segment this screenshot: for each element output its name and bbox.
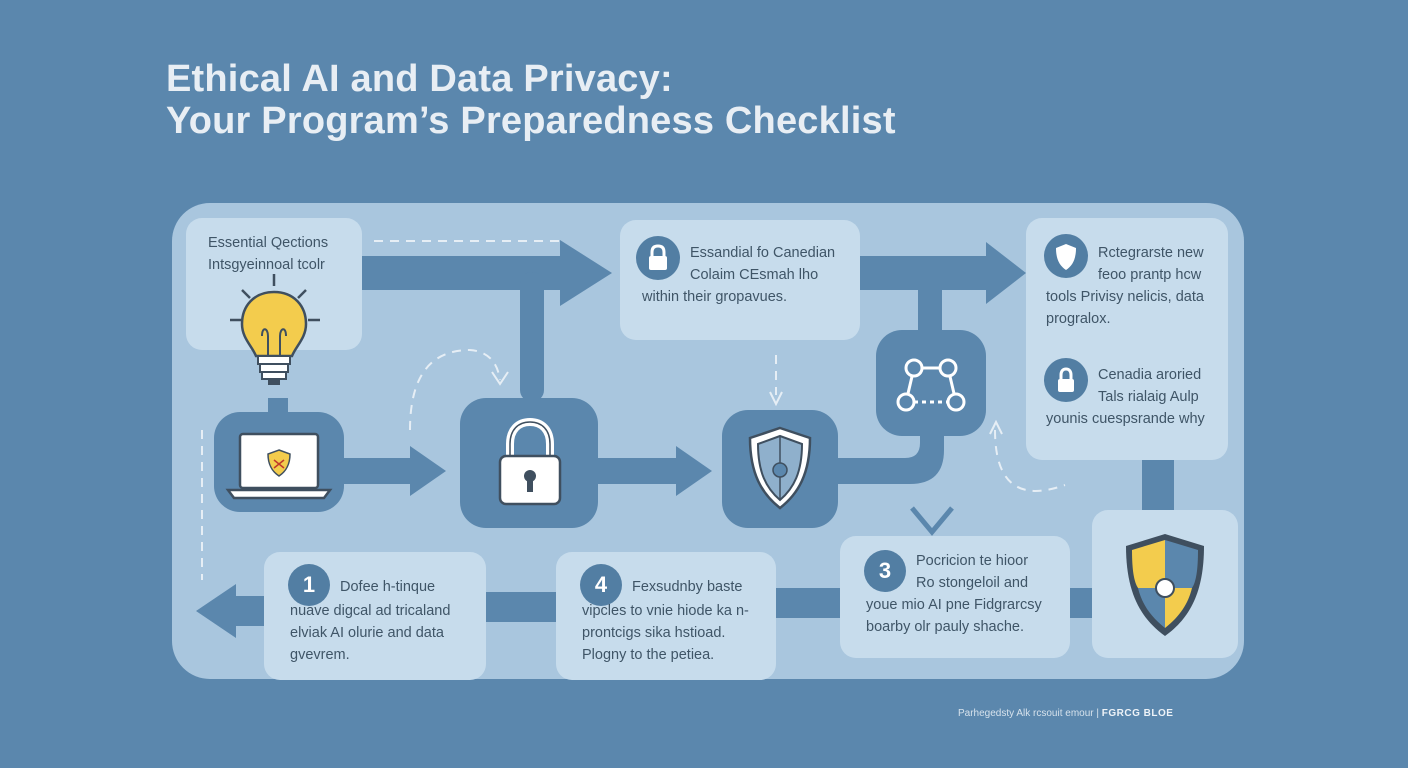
- arrow-shaft: [344, 458, 414, 484]
- lock-badge: [1044, 358, 1088, 402]
- title-line-1: Ethical AI and Data Privacy:: [166, 58, 673, 100]
- lock-icon: [1058, 367, 1074, 392]
- dashed-arrow-head: [769, 391, 783, 407]
- arrow-shaft: [232, 596, 266, 626]
- dashed-link: [994, 429, 1066, 492]
- lock-badge: [636, 236, 680, 280]
- connector: [776, 588, 840, 618]
- network-nodes-icon: [896, 358, 966, 412]
- connector: [836, 420, 944, 484]
- padlock-icon: [498, 418, 562, 506]
- card-line: youe mio AI pne Fidgrarcsy: [866, 597, 1042, 613]
- card-line: Fexsudnby baste: [632, 579, 743, 595]
- card-line: prontcigs sika hstioad.: [582, 625, 726, 641]
- chevron-down-icon: [910, 506, 954, 536]
- dashed-link: [409, 348, 501, 431]
- card-line: Dofee h-tinque: [340, 579, 436, 595]
- lightbulb-icon: [230, 274, 320, 385]
- card-line: Tals rialaig Aulp: [1098, 389, 1199, 405]
- small-shield-icon: [1056, 244, 1076, 270]
- connector: [484, 592, 558, 622]
- arrow-shaft: [860, 256, 990, 290]
- connector: [268, 398, 288, 416]
- card-line: tools Privisy nelicis, data: [1046, 289, 1204, 305]
- card-canadian: Essandial fo Canedian Colaim CEsmah lho …: [620, 220, 860, 340]
- laptop-shield-icon: [225, 432, 333, 500]
- card-line: feoo prantp hcw: [1098, 267, 1202, 283]
- footer-credit: Parhegedsty Alk rcsouit emour | FGRCG BL…: [958, 708, 1173, 719]
- arrow-shaft: [598, 458, 678, 484]
- card-line: Intsgyeinnoal tcolr: [208, 257, 325, 273]
- card-line: Rctegrarste new: [1098, 245, 1204, 261]
- card-step-4: 4 Fexsudnby baste vipcles to vnie hiode …: [556, 552, 776, 680]
- step-number-1: 1: [288, 564, 330, 606]
- connector: [918, 285, 942, 335]
- arrow-head: [676, 446, 712, 496]
- dashed-arrow-head: [491, 371, 509, 386]
- network-box: [876, 330, 986, 436]
- footer-brand: FGRCG BLOE: [1101, 708, 1174, 719]
- card-line: elviak AI olurie and data: [290, 625, 444, 641]
- arrow-head: [410, 446, 446, 496]
- arrow-head: [196, 584, 236, 638]
- card-line: Essential Qections: [208, 235, 329, 251]
- quartered-shield-icon: [1126, 534, 1204, 636]
- step-number-4: 4: [580, 564, 622, 606]
- card-line: Ro stongeloil and: [916, 575, 1029, 591]
- card-line: vipcles to vnie hiode ka n-: [582, 603, 749, 619]
- card-line: boarby olr pauly shache.: [866, 619, 1024, 635]
- lock-icon: [649, 244, 667, 270]
- card-line: within their gropavues.: [642, 289, 788, 305]
- card-line: nuave digcal ad tricaland: [290, 603, 451, 619]
- footer-text: Parhegedsty Alk rcsouit emour |: [958, 708, 1099, 719]
- card-line: younis cuespsrande why: [1046, 411, 1205, 427]
- card-line: Colaim CEsmah lho: [690, 267, 819, 283]
- card-line: Pocricion te hioor: [916, 553, 1029, 569]
- card-line: gvevrem.: [290, 647, 350, 663]
- dashed-arrow-head: [989, 419, 1003, 435]
- shield-icon: [748, 426, 812, 510]
- card-step-1: 1 Dofee h-tinque nuave digcal ad tricala…: [264, 552, 486, 680]
- connector: [520, 272, 544, 402]
- arrow-head: [986, 242, 1026, 304]
- shield-badge: [1044, 234, 1088, 278]
- card-integrate: Rctegrarste new feoo prantp hcw tools Pr…: [1026, 218, 1228, 460]
- card-line: progralox.: [1046, 311, 1111, 327]
- card-line: Plogny to the petiea.: [582, 647, 715, 663]
- page-title: Ethical AI and Data Privacy: Your Progra…: [166, 58, 896, 142]
- card-step-3: 3 Pocricion te hioor Ro stongeloil and y…: [840, 536, 1070, 658]
- card-line: Essandial fo Canedian: [690, 245, 836, 261]
- step-number-3: 3: [864, 550, 906, 592]
- title-line-2: Your Program’s Preparedness Checklist: [166, 100, 896, 142]
- card-line: Cenadia aroried: [1098, 367, 1202, 383]
- connector: [1070, 588, 1094, 618]
- arrow-head: [560, 240, 612, 306]
